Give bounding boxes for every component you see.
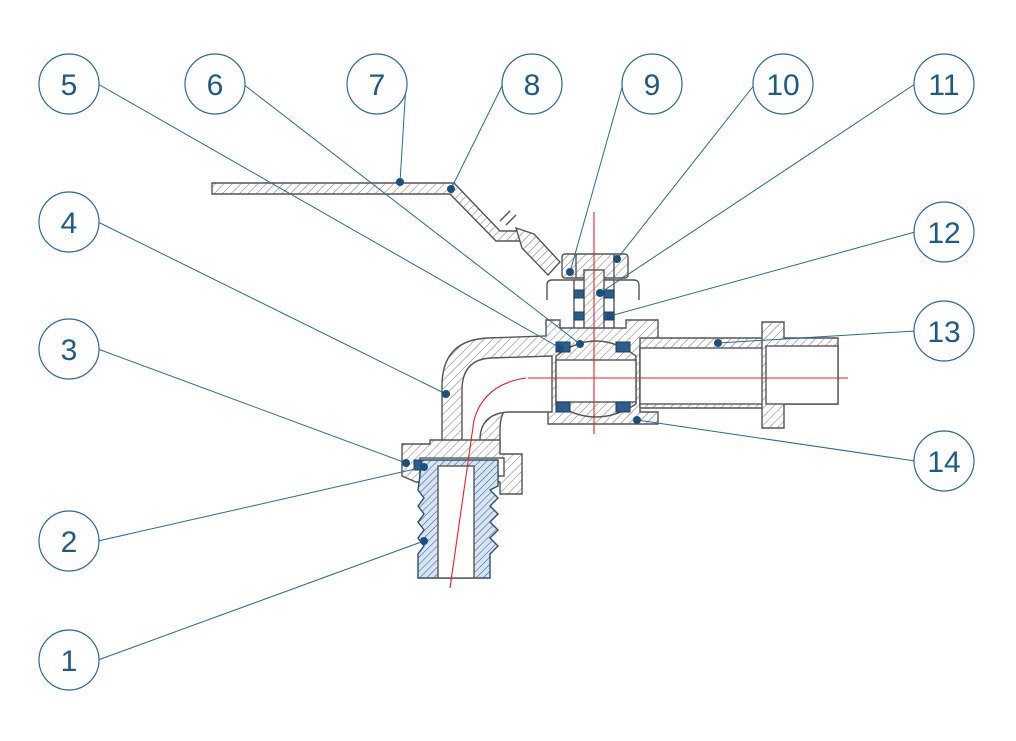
callout-1-anchor-dot: [420, 537, 428, 545]
callout-13: 13: [714, 300, 975, 362]
callout-5-anchor-dot: [556, 344, 564, 352]
callout-14-anchor-dot: [633, 416, 641, 424]
callout-4-anchor-dot: [442, 390, 450, 398]
callout-6: 6: [184, 53, 584, 348]
callout-9-anchor-dot: [566, 268, 574, 276]
callout-1: 1: [38, 537, 428, 691]
callout-5-circle: [38, 53, 100, 115]
callout-12-circle: [913, 201, 975, 263]
center-axes: [449, 212, 848, 589]
callout-11-circle: [913, 53, 975, 115]
callout-12-anchor-dot: [606, 312, 614, 320]
callout-11-label: 11: [928, 69, 959, 102]
valve-drawing: [211, 182, 848, 589]
callout-4-label: 4: [61, 207, 78, 240]
callout-3-label: 3: [61, 334, 78, 367]
callout-13-anchor-dot: [714, 339, 722, 347]
callout-7: 7: [346, 53, 408, 186]
callouts: 1 2 3 4 5: [38, 53, 975, 691]
callout-8-label: 8: [524, 69, 541, 102]
callout-1-label: 1: [61, 645, 78, 678]
callout-14: 14: [633, 416, 975, 492]
callout-12: 12: [606, 201, 975, 320]
callout-9: 9: [566, 53, 683, 276]
callout-2-label: 2: [61, 526, 78, 559]
callout-10: 10: [613, 53, 814, 263]
callout-13-circle: [913, 300, 975, 362]
callout-7-anchor-dot: [396, 178, 404, 186]
callout-8-circle: [501, 53, 563, 115]
callout-12-label: 12: [927, 217, 960, 250]
callout-5-label: 5: [61, 69, 78, 102]
callout-11-anchor-dot: [596, 289, 604, 297]
callout-8: 8: [447, 53, 563, 193]
callout-7-circle: [346, 53, 408, 115]
callout-13-label: 13: [927, 316, 960, 349]
callout-7-label: 7: [369, 69, 386, 102]
callout-11: 11: [596, 53, 975, 297]
callout-1-circle: [38, 629, 100, 691]
callout-14-circle: [913, 430, 975, 492]
callout-8-anchor-dot: [447, 185, 455, 193]
callout-14-label: 14: [927, 446, 960, 479]
hose-nozzle: [417, 459, 499, 579]
callout-4: 4: [38, 191, 450, 398]
callout-3-anchor-dot: [402, 459, 410, 467]
callout-3-circle: [38, 318, 100, 380]
callout-10-anchor-dot: [613, 255, 621, 263]
callout-10-label: 10: [766, 69, 799, 102]
callout-2-anchor-dot: [420, 463, 428, 471]
callout-10-circle: [752, 53, 814, 115]
callout-9-label: 9: [644, 69, 661, 102]
callout-6-anchor-dot: [576, 340, 584, 348]
callout-4-circle: [38, 191, 100, 253]
handle-lever: [211, 182, 561, 277]
ball: [555, 340, 637, 418]
callout-6-circle: [184, 53, 246, 115]
callout-5: 5: [38, 53, 564, 352]
callout-2: 2: [38, 463, 428, 572]
callout-6-label: 6: [207, 69, 224, 102]
tail-pipe: [639, 321, 839, 429]
callout-3: 3: [38, 318, 410, 467]
callout-2-circle: [38, 510, 100, 572]
callout-9-circle: [621, 53, 683, 115]
